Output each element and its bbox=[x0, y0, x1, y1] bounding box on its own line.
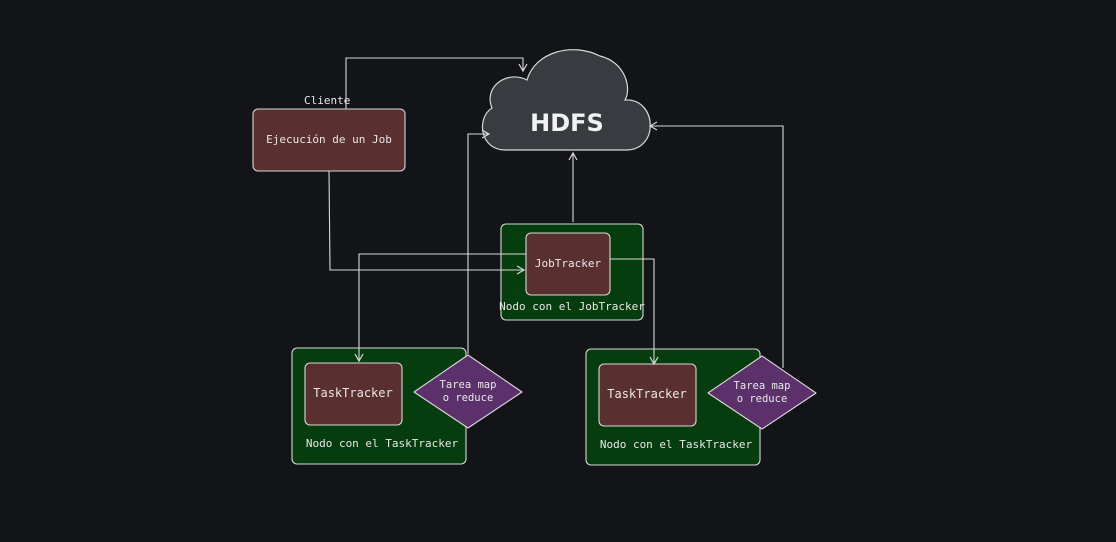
task-left-line1: Tarea map bbox=[440, 379, 497, 391]
tasktracker-left-label: TaskTracker bbox=[313, 386, 392, 400]
task-right-line2: o reduce bbox=[737, 393, 788, 405]
task-diamond-right[interactable]: Tarea map o reduce bbox=[707, 355, 817, 430]
jobtracker-label: JobTracker bbox=[535, 257, 602, 270]
hdfs-label: HDFS bbox=[530, 109, 604, 137]
tasktracker-left-box[interactable] bbox=[304, 362, 403, 426]
tasktracker-node-right-label: Nodo con el TaskTracker bbox=[600, 438, 753, 451]
task-diamond-right-shape bbox=[707, 355, 817, 430]
tasktracker-node-left[interactable]: TaskTracker Nodo con el TaskTracker bbox=[291, 347, 467, 465]
tasktracker-node-left-label: Nodo con el TaskTracker bbox=[306, 437, 459, 450]
jobtracker-box[interactable] bbox=[525, 232, 611, 296]
arrow-job-to-jobtracker bbox=[328, 170, 526, 275]
task-left-line2: o reduce bbox=[443, 392, 494, 404]
task-diamond-left-shape bbox=[413, 354, 523, 429]
task-right-line1: Tarea map bbox=[734, 380, 791, 392]
tasktracker-right-box[interactable] bbox=[598, 363, 697, 427]
job-execution-box[interactable]: Ejecución de un Job bbox=[252, 108, 406, 172]
arrow-task-right-to-hdfs bbox=[648, 121, 784, 368]
job-execution-label: Ejecución de un Job bbox=[266, 133, 392, 146]
arrow-jobtracker-to-tasktracker-left bbox=[354, 253, 526, 363]
client-label: Cliente bbox=[304, 94, 350, 107]
arrow-task-left-to-hdfs bbox=[467, 129, 491, 354]
arrow-job-to-hdfs bbox=[345, 57, 528, 109]
hdfs-cloud-shape bbox=[482, 49, 651, 151]
connectors bbox=[328, 57, 784, 368]
task-diamond-left[interactable]: Tarea map o reduce bbox=[413, 354, 523, 429]
jobtracker-node-label: Nodo con el JobTracker bbox=[499, 300, 645, 313]
tasktracker-right-label: TaskTracker bbox=[607, 387, 686, 401]
hdfs-cloud: HDFS bbox=[482, 49, 651, 151]
arrow-jobtracker-to-tasktracker-right bbox=[610, 258, 659, 366]
jobtracker-node[interactable]: JobTracker Nodo con el JobTracker bbox=[499, 223, 645, 321]
